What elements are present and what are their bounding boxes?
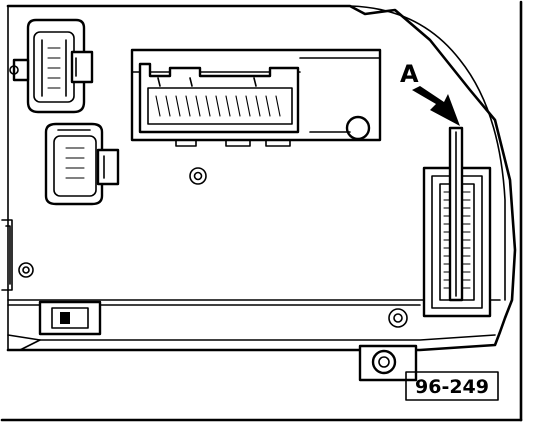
relay-strip-holder [422,126,492,318]
bottom-boss [358,344,418,382]
callout-label: A [400,60,419,88]
figure-number-box: 96-249 [405,371,499,401]
central-connector-block [130,48,382,147]
connector-middle-left [44,122,120,206]
callout-arrow [412,86,460,126]
mounting-screws [18,167,408,328]
bottom-left-bracket [38,300,102,336]
outer-frame [0,0,523,422]
connector-top-left [9,18,94,114]
figure-number: 96-249 [415,376,489,398]
